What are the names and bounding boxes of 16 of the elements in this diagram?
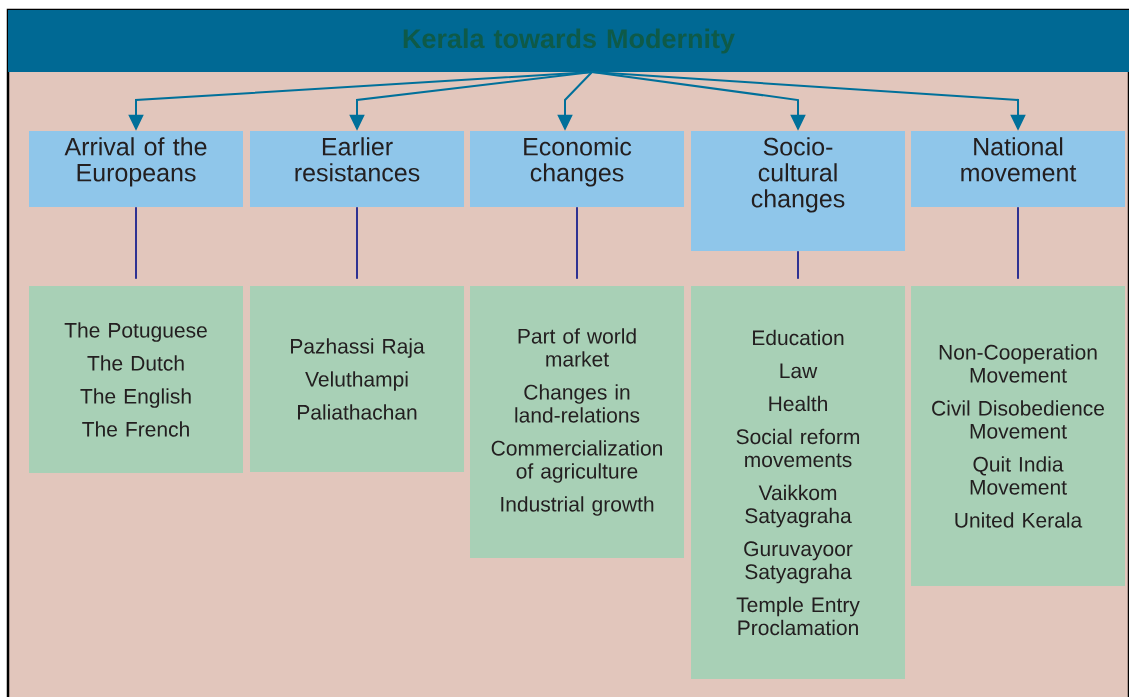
topic-box: Earlier resistances <box>250 131 464 207</box>
topic-box: National movement <box>911 131 1125 207</box>
subtopic-box: The Potuguese The Dutch The English The French <box>29 286 243 473</box>
connector-line <box>1017 206 1019 280</box>
topic-box: Socio-cultural changes <box>691 131 905 251</box>
subtopic-box: Pazhassi Raja Veluthampi Paliathachan <box>250 286 464 472</box>
subtopic-box: Education Law Health Social reform movements Vaikkom Satyagraha Guruvayoor Satyagraha Temple Entry Proclamation <box>691 286 905 679</box>
connector-line <box>135 206 137 280</box>
subtopic-box: Part of world market Changes in land-relations Commercialization of agriculture Industrial growth <box>470 286 684 558</box>
connector-line <box>356 206 358 280</box>
topic-box: Arrival of the Europeans <box>29 131 243 207</box>
title-band: Kerala towards Modernity <box>8 10 1129 72</box>
connector-line <box>797 250 799 280</box>
connector-line <box>576 206 578 280</box>
subtopic-box: Non-Cooperation Movement Civil Disobedience Movement Quit India Movement United Kerala <box>911 286 1125 586</box>
topic-box: Economic changes <box>470 131 684 207</box>
